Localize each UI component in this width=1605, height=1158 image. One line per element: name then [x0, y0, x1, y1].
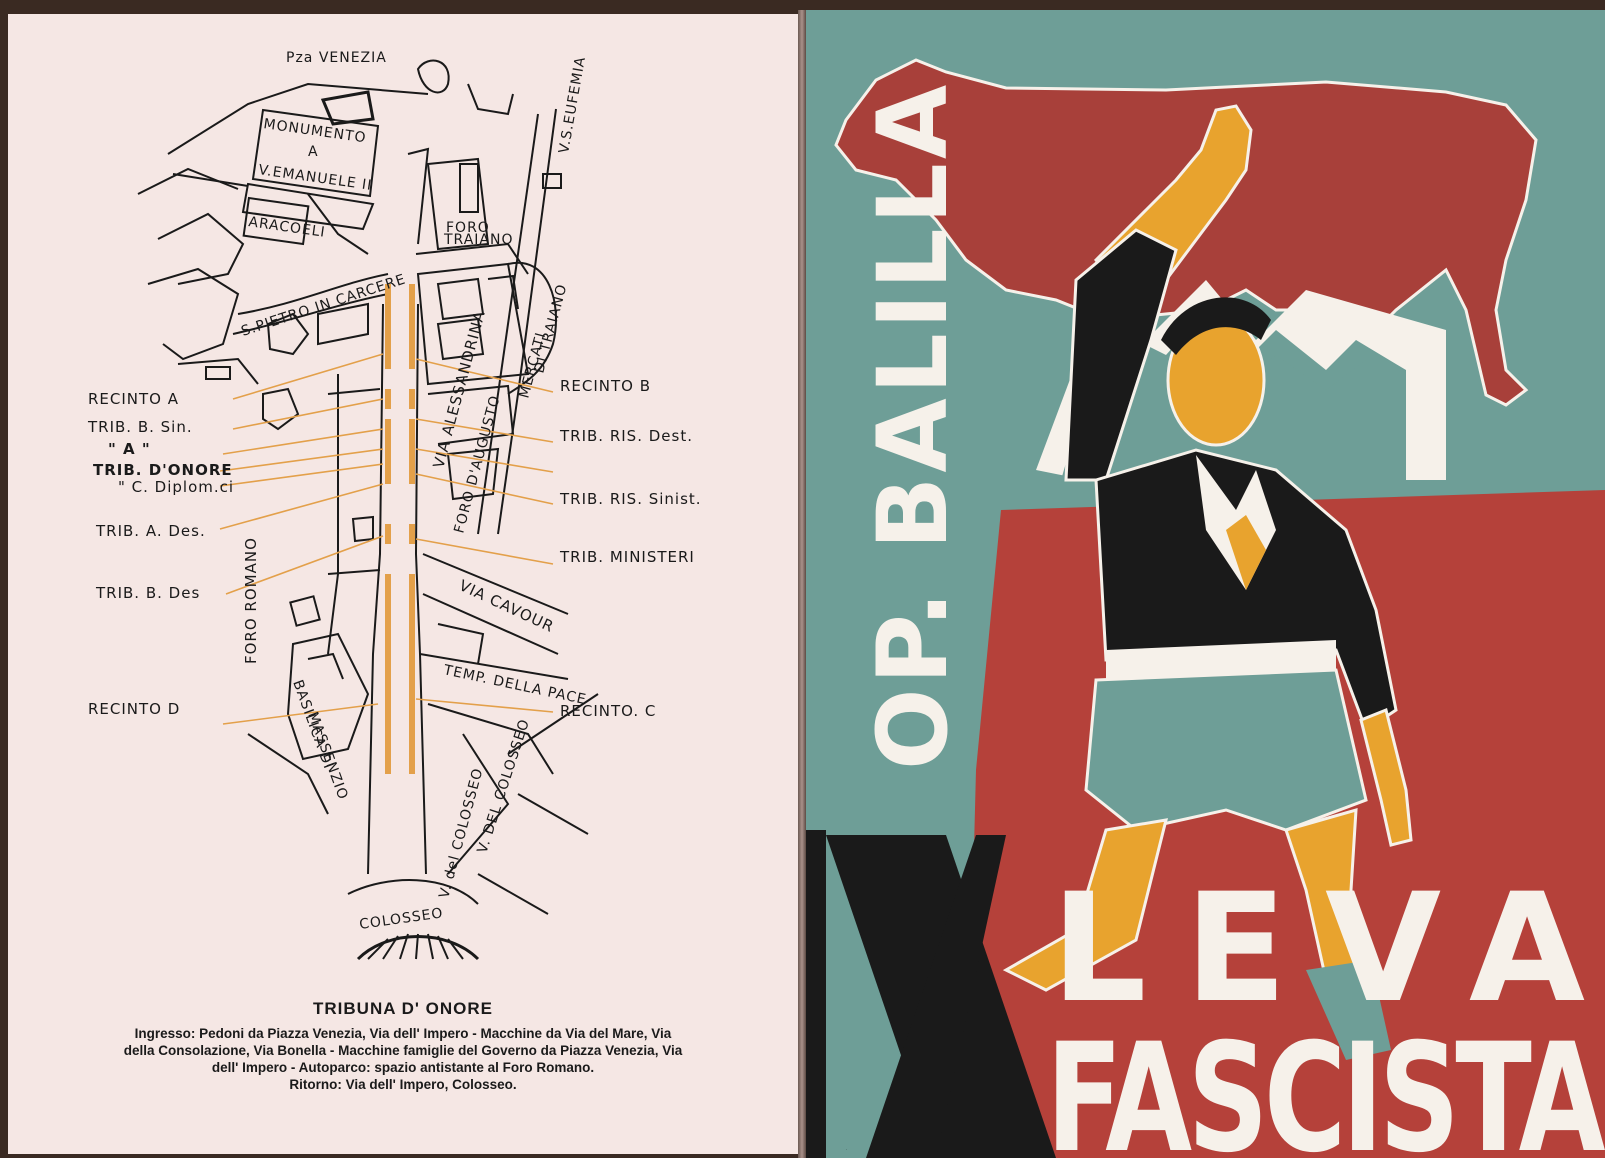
poster-word-leva: LEVA: [1051, 862, 1605, 1036]
poster-page: OP. BALILLA X LEVA FASCISTA: [806, 10, 1605, 1158]
label-monumento-a: A: [308, 144, 319, 160]
caption-line-3: dell' Impero - Autoparco: spazio antista…: [211, 1060, 595, 1075]
label-recinto-d: RECINTO D: [88, 700, 180, 718]
caption: TRIBUNA D' ONORE Ingresso: Pedoni da Pia…: [8, 999, 798, 1093]
poster-vertical-title: OP. BALILLA: [857, 81, 969, 770]
label-recinto-c: RECINTO. C: [560, 702, 656, 720]
caption-title-b: D' ONORE: [401, 999, 493, 1018]
label-colosseo: COLOSSEO: [358, 905, 444, 933]
caption-title-a: TRIBUNA: [313, 999, 396, 1018]
label-via-cavour: VIA CAVOUR: [456, 576, 557, 636]
label-piazza-venezia: Pza VENEZIA: [286, 50, 387, 66]
poster-word-fascista: FASCISTA: [1046, 1012, 1605, 1158]
label-basilica-2: MASSENZIO: [304, 710, 351, 802]
label-v-s-eufemia: V.S.EUFEMIA: [556, 55, 589, 155]
label-c-diplom: " C. Diplom.ci: [118, 478, 234, 496]
page-fold: [798, 10, 806, 1158]
boy-shorts: [1084, 668, 1368, 832]
label-recinto-a: RECINTO A: [88, 390, 179, 408]
caption-title: TRIBUNA D' ONORE: [8, 999, 798, 1019]
label-v-colosseo-2: V. del COLOSSEO: [436, 766, 486, 900]
caption-body: Ingresso: Pedoni da Piazza Venezia, Via …: [8, 1025, 798, 1093]
label-ditto-a: " A ": [108, 440, 151, 458]
label-trib-a-des: TRIB. A. Des.: [95, 522, 206, 540]
label-v-colosseo-1: V. DEL COLOSSEO: [475, 717, 534, 855]
label-foro-traiano-1: FORO: [446, 220, 490, 236]
label-foro-romano: FORO ROMANO: [242, 537, 260, 664]
label-trib-ris-sinist: TRIB. RIS. Sinist.: [559, 490, 702, 508]
caption-line-2: della Consolazione, Via Bonella - Macchi…: [123, 1043, 683, 1058]
label-foro-traiano-2: TRAIANO: [443, 232, 514, 248]
label-trib-onore: TRIB. D'ONORE: [93, 461, 233, 479]
label-trib-b-des: TRIB. B. Des: [95, 584, 200, 602]
caption-line-1: Ingresso: Pedoni da Piazza Venezia, Via …: [134, 1026, 672, 1041]
poster-artwork: OP. BALILLA X LEVA FASCISTA: [806, 10, 1605, 1158]
label-trib-ministeri: TRIB. MINISTERI: [559, 548, 695, 566]
label-di-traiano: DI TRAIANO: [531, 282, 570, 375]
caption-line-4: Ritorno: Via dell' Impero, Colosseo.: [289, 1077, 517, 1092]
map-page: Pza VENEZIA MONUMENTO A V.EMANUELE II AR…: [8, 14, 798, 1154]
label-trib-ris-dest: TRIB. RIS. Dest.: [559, 427, 693, 445]
label-trib-b-sin: TRIB. B. Sin.: [87, 418, 193, 436]
poster-numeral: X: [846, 1149, 847, 1151]
ceremony-map: Pza VENEZIA MONUMENTO A V.EMANUELE II AR…: [87, 50, 702, 961]
label-recinto-b: RECINTO B: [560, 377, 651, 395]
